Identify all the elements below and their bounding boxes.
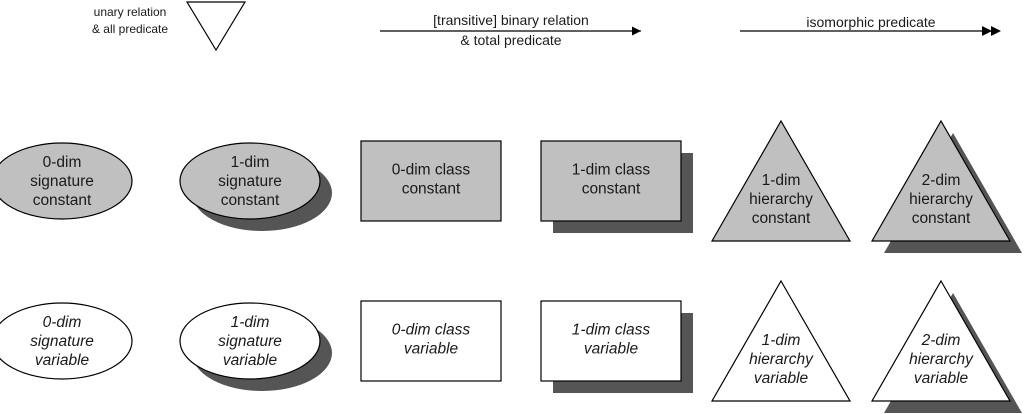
shape-label-line: 0-dim bbox=[43, 154, 82, 171]
legend-unary: unary relation & all predicate bbox=[92, 1, 247, 52]
variable-oval-2: 1-dim signature variable bbox=[179, 302, 332, 391]
shape-label-line: hierarchy bbox=[909, 351, 974, 368]
shape-label-line: 1-dim bbox=[762, 172, 801, 189]
shape-label-line: 1-dim bbox=[231, 314, 270, 331]
rect-shape bbox=[540, 140, 682, 222]
oval-shape bbox=[0, 142, 133, 220]
legend-isomorphic-line-1: isomorphic predicate bbox=[806, 14, 935, 30]
double-arrow-icon bbox=[982, 26, 992, 36]
shape-label-line: hierarchy bbox=[909, 191, 973, 208]
variable-rect-4: 1-dim class variable bbox=[540, 300, 693, 393]
variable-rect-3: 0-dim class variable bbox=[360, 300, 502, 382]
shape-label-line: signature bbox=[218, 173, 282, 190]
shape-label-line: constant bbox=[912, 210, 971, 227]
shape-label-line: 1-dim class bbox=[572, 322, 651, 339]
shape-label-line: signature bbox=[218, 333, 282, 350]
variable-triangle-6: 2-dim hierarchy variable bbox=[870, 279, 1022, 413]
legend-binary-line-1: [transitive] binary relation bbox=[433, 12, 589, 28]
shape-label-line: 1-dim class bbox=[572, 162, 651, 179]
shape-label-line: variable bbox=[404, 341, 459, 358]
shape-label-line: variable bbox=[35, 352, 90, 369]
shape-label-line: constant bbox=[752, 210, 811, 227]
shape-label-line: hierarchy bbox=[749, 351, 814, 368]
constant-triangle-5: 1-dim hierarchy constant bbox=[710, 119, 852, 242]
rect-shape bbox=[360, 300, 502, 382]
shape-label-line: constant bbox=[402, 181, 461, 198]
legend-binary: [transitive] binary relation & total pre… bbox=[380, 12, 641, 48]
triangle-shape bbox=[870, 119, 1012, 242]
shapes-layer: 0-dim signature constant 1-dim signature cons… bbox=[0, 119, 1022, 413]
constant-rect-3: 0-dim class constant bbox=[360, 140, 502, 222]
shape-label-line: hierarchy bbox=[749, 191, 813, 208]
shape-label-line: 1-dim bbox=[762, 332, 801, 349]
shape-label-line: 1-dim bbox=[231, 154, 270, 171]
shape-label-line: 0-dim class bbox=[392, 322, 471, 339]
constant-oval-2: 1-dim signature constant bbox=[179, 142, 332, 231]
variable-oval-1: 0-dim signature variable bbox=[0, 302, 133, 380]
constant-rect-4: 1-dim class constant bbox=[540, 140, 693, 233]
legend-unary-line-2: & all predicate bbox=[92, 22, 168, 36]
legend-isomorphic: isomorphic predicate bbox=[740, 14, 1001, 36]
shape-label-line: constant bbox=[33, 192, 92, 209]
constant-oval-1: 0-dim signature constant bbox=[0, 142, 133, 220]
double-arrow-icon-head-2 bbox=[991, 26, 1001, 36]
shape-label-line: variable bbox=[914, 370, 969, 387]
constant-triangle-6: 2-dim hierarchy constant bbox=[870, 119, 1022, 253]
triangle-shape bbox=[710, 119, 852, 242]
legend-unary-line-1: unary relation bbox=[94, 5, 167, 19]
rect-shape bbox=[360, 140, 502, 222]
oval-shape bbox=[179, 142, 321, 220]
shape-label-line: 2-dim bbox=[922, 172, 961, 189]
oval-shape bbox=[0, 302, 133, 380]
inverted-triangle-icon bbox=[185, 1, 247, 52]
shape-label-line: 0-dim bbox=[43, 314, 82, 331]
shape-label-line: 0-dim class bbox=[392, 162, 471, 179]
shape-label-line: variable bbox=[223, 352, 278, 369]
shape-label-line: variable bbox=[584, 341, 639, 358]
shape-label-line: constant bbox=[582, 181, 641, 198]
oval-shape bbox=[179, 302, 321, 380]
shape-label-line: 2-dim bbox=[921, 332, 961, 349]
triangle-shape bbox=[710, 279, 852, 402]
rect-shape bbox=[540, 300, 682, 382]
shape-label-line: signature bbox=[30, 333, 94, 350]
shape-label-line: signature bbox=[30, 173, 94, 190]
shape-label-line: constant bbox=[221, 192, 280, 209]
variable-triangle-5: 1-dim hierarchy variable bbox=[710, 279, 852, 402]
shape-label-line: variable bbox=[754, 370, 809, 387]
legend-binary-line-2: & total predicate bbox=[460, 32, 561, 48]
triangle-shape bbox=[870, 279, 1012, 402]
